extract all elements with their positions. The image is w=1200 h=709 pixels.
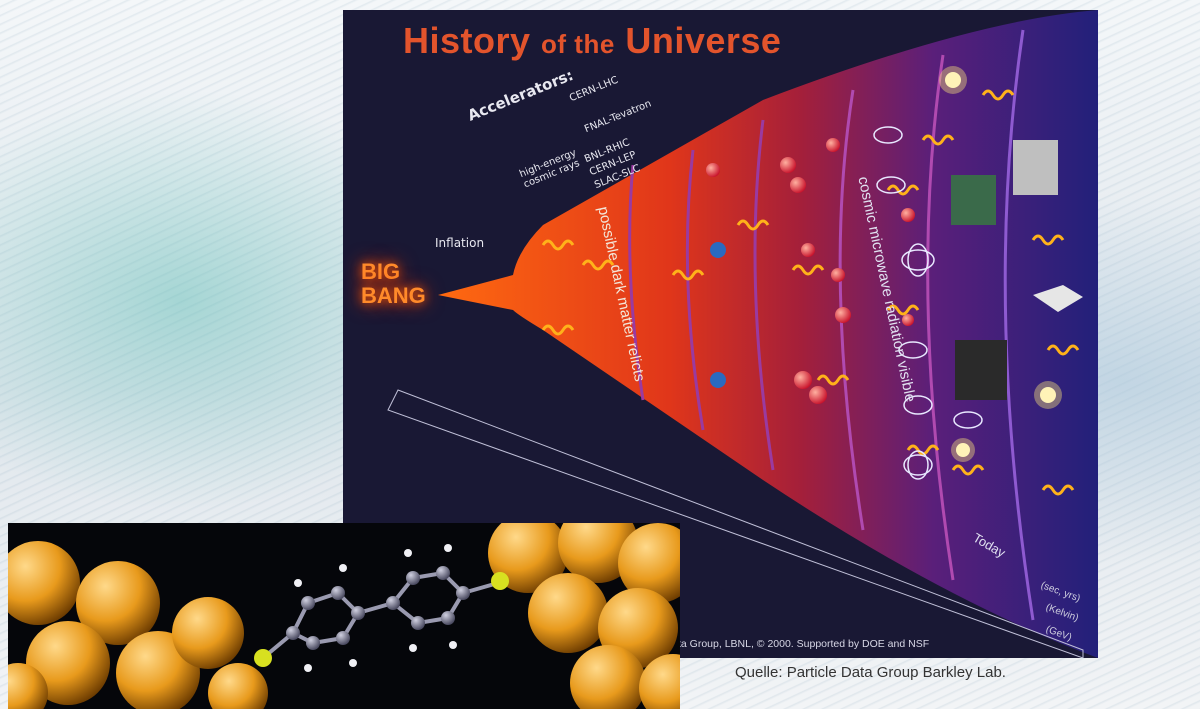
sulfur-atom-left <box>254 649 272 667</box>
carbon-atoms <box>286 566 470 650</box>
stars <box>939 66 1062 462</box>
gold-electrode-right <box>488 523 680 709</box>
inflation-label: Inflation <box>435 236 485 250</box>
cmb-map-icon <box>1033 285 1083 312</box>
sulfur-atom-right <box>491 572 509 590</box>
molecular-junction-image <box>8 523 680 709</box>
gold-electrode-left <box>8 541 268 709</box>
universe-cone-illustration <box>387 10 1098 658</box>
atoms <box>873 126 983 480</box>
time-axis-band <box>387 389 1084 658</box>
image-caption: Quelle: Particle Data Group Barkley Lab. <box>735 664 1006 681</box>
spiral-galaxy-image <box>955 340 1007 400</box>
photon-waves <box>541 89 1080 496</box>
big-bang-label: BIG BANG <box>361 259 426 308</box>
molecule-illustration <box>8 523 680 709</box>
poster-credit: ta Group, LBNL, © 2000. Supported by DOE… <box>678 638 930 650</box>
galaxy-image <box>951 175 996 225</box>
hydrogen-atoms <box>294 544 457 672</box>
particle-balls <box>706 138 915 404</box>
expansion-cone <box>438 10 1098 658</box>
poster-title: History of the Universe <box>403 20 782 61</box>
scientist-photo <box>1013 140 1058 195</box>
